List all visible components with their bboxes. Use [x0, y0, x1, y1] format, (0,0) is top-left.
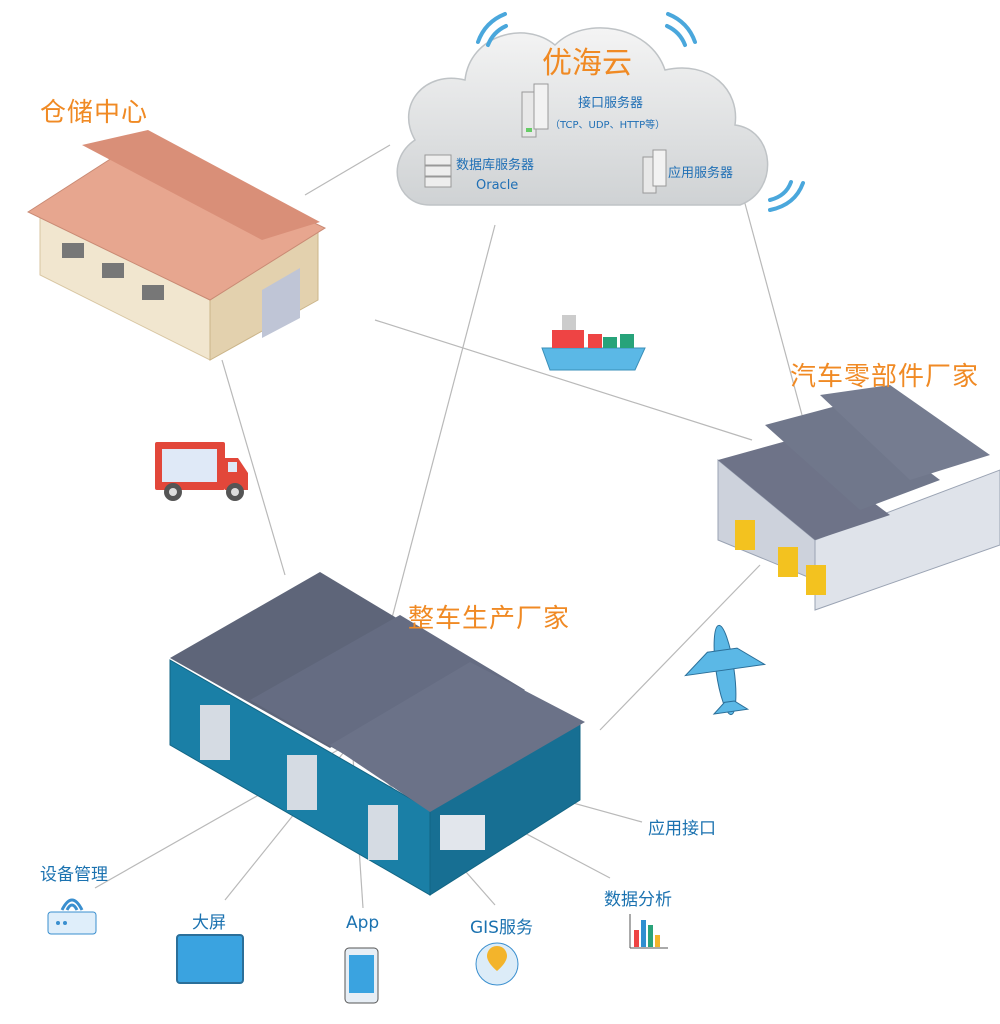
- parts-factory-label: 汽车零部件厂家: [790, 362, 980, 392]
- app-server-icon: [642, 149, 667, 194]
- airplane-icon: [684, 624, 767, 716]
- app-label: App: [346, 913, 380, 933]
- cloud-shape: [396, 27, 769, 206]
- warehouse-building: [26, 130, 327, 361]
- app-interface-label: 应用接口: [648, 819, 716, 839]
- router-icon: [47, 898, 97, 935]
- db-name-label: Oracle: [476, 178, 519, 193]
- phone-icon: [344, 947, 379, 1004]
- truck-icon: [155, 442, 248, 501]
- warehouse-label: 仓储中心: [40, 98, 149, 128]
- data-analysis-label: 数据分析: [604, 890, 672, 910]
- wifi-signal-icon: [476, 12, 805, 212]
- gis-map-icon: [475, 942, 519, 986]
- car-factory-building: [169, 572, 585, 896]
- database-server-icon: [424, 154, 452, 188]
- device-mgmt-label: 设备管理: [40, 865, 108, 885]
- cloud-title: 优海云: [542, 46, 632, 81]
- gis-label: GIS服务: [470, 918, 533, 938]
- ship-icon: [541, 315, 646, 371]
- app-server-label: 应用服务器: [668, 166, 734, 181]
- parts-factory-building: [717, 385, 1000, 611]
- car-factory-label: 整车生产厂家: [408, 604, 571, 634]
- interface-server-label: 接口服务器: [578, 96, 644, 111]
- big-screen-icon: [176, 934, 244, 984]
- big-screen-label: 大屏: [192, 913, 226, 933]
- interface-server-icon: [521, 83, 549, 138]
- db-server-label: 数据库服务器: [456, 158, 535, 173]
- bar-chart-icon: [629, 914, 668, 949]
- protocols-label: （TCP、UDP、HTTP等）: [550, 120, 666, 131]
